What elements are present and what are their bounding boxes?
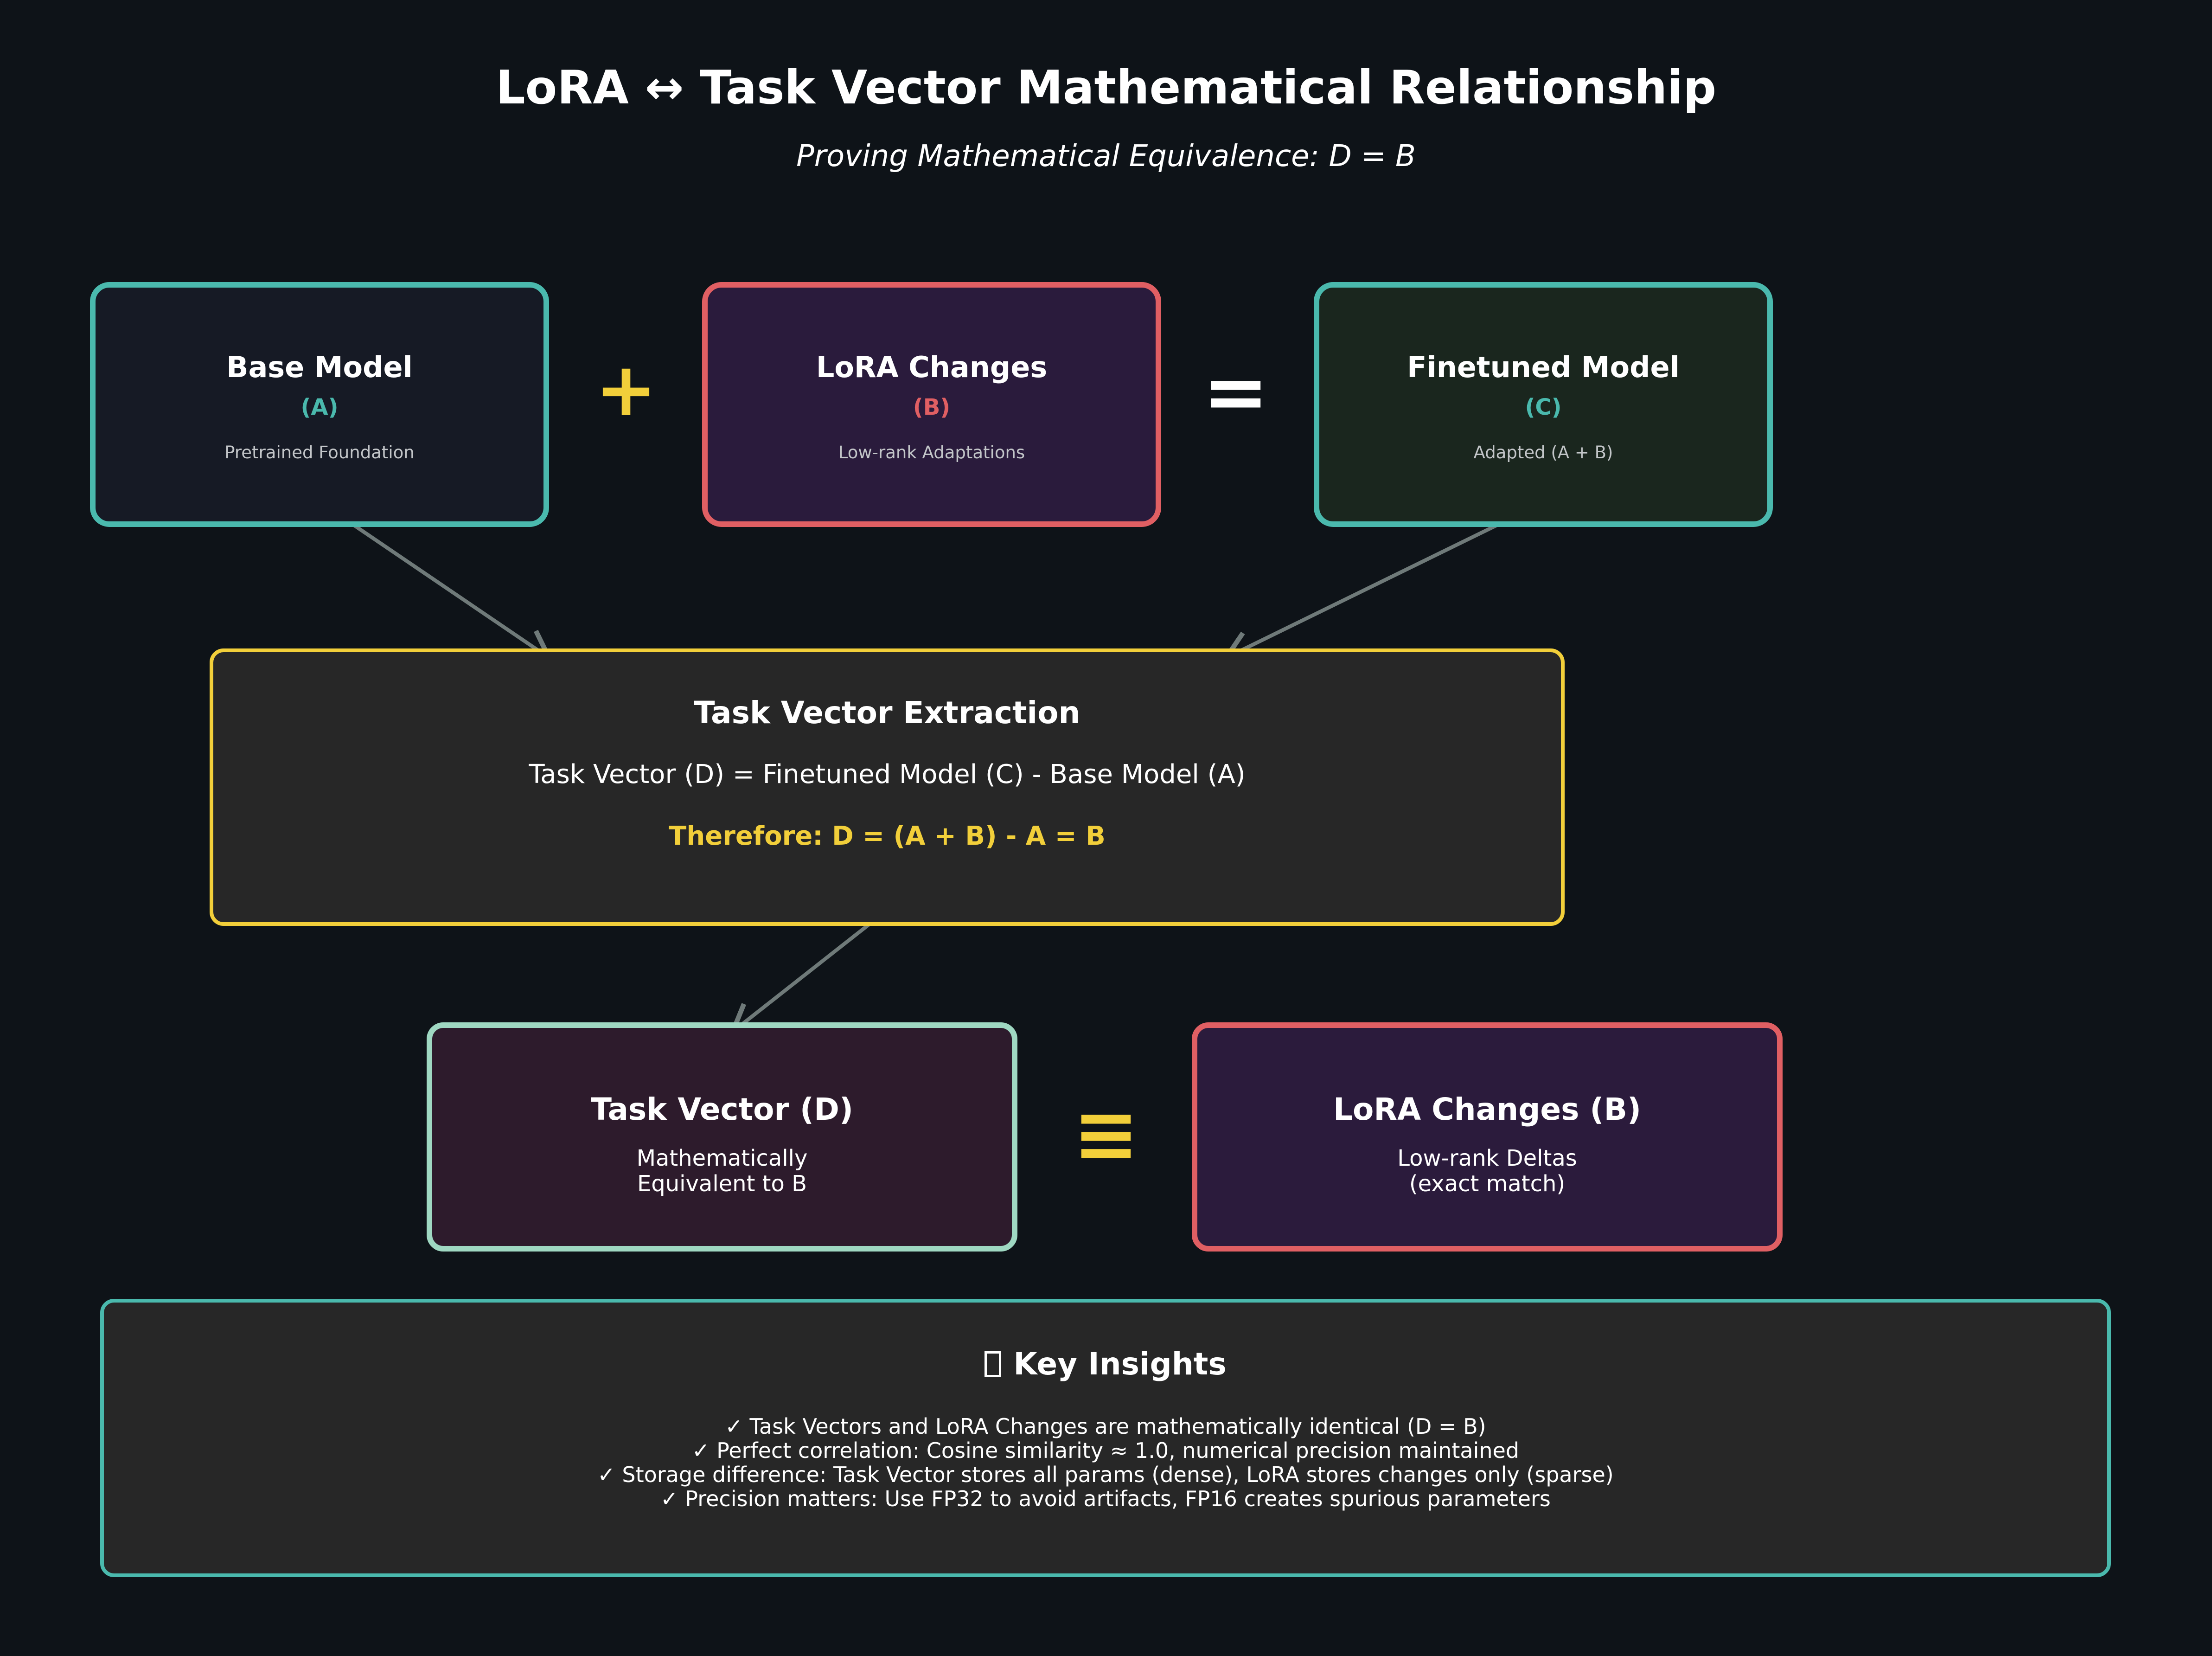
base-model-name: Base Model	[226, 350, 413, 384]
base-model-tag: (A)	[300, 394, 339, 420]
key-insights-title: Key Insights	[1013, 1346, 1227, 1382]
task-vector-name: Task Vector (D)	[590, 1091, 854, 1127]
insight-item: ✓ Task Vectors and LoRA Changes are math…	[725, 1414, 1486, 1439]
finetuned-model-tag: (C)	[1525, 394, 1562, 420]
insight-item: ✓ Storage difference: Task Vector stores…	[597, 1462, 1614, 1487]
key-insights-heading: Key Insights	[985, 1346, 1227, 1382]
finetuned-model-name: Finetuned Model	[1407, 350, 1680, 384]
lora-changes-b-desc: Low-rank Deltas (exact match)	[1397, 1146, 1577, 1196]
extraction-conclusion: Therefore: D = (A + B) - A = B	[669, 821, 1106, 851]
finetuned-model-desc: Adapted (A + B)	[1473, 443, 1613, 462]
lora-changes-box: LoRA Changes (B) Low-rank Adaptations	[702, 282, 1161, 527]
page-title: LoRA ↔ Task Vector Mathematical Relation…	[495, 60, 1717, 115]
task-vector-extraction-box: Task Vector Extraction Task Vector (D) =…	[210, 648, 1565, 926]
base-model-box: Base Model (A) Pretrained Foundation	[90, 282, 549, 527]
lora-changes-name: LoRA Changes	[816, 350, 1048, 384]
base-model-desc: Pretrained Foundation	[224, 443, 415, 462]
key-insights-box: Key Insights ✓ Task Vectors and LoRA Cha…	[100, 1299, 2111, 1577]
finetuned-model-box: Finetuned Model (C) Adapted (A + B)	[1314, 282, 1773, 527]
lora-changes-b-desc-line1: Low-rank Deltas	[1397, 1145, 1577, 1171]
task-vector-desc: Mathematically Equivalent to B	[637, 1146, 808, 1196]
lora-changes-b-name: LoRA Changes (B)	[1333, 1091, 1642, 1127]
lora-changes-b-desc-line2: (exact match)	[1409, 1170, 1566, 1197]
arrow-base-to-extraction	[325, 505, 553, 661]
insight-item: ✓ Precision matters: Use FP32 to avoid a…	[660, 1486, 1551, 1511]
insight-item: ✓ Perfect correlation: Cosine similarity…	[691, 1438, 1520, 1463]
lora-changes-desc: Low-rank Adaptations	[838, 443, 1025, 462]
extraction-title: Task Vector Extraction	[694, 695, 1080, 731]
task-vector-box: Task Vector (D) Mathematically Equivalen…	[427, 1022, 1017, 1252]
lora-changes-tag: (B)	[913, 394, 951, 420]
task-vector-desc-line2: Equivalent to B	[637, 1170, 807, 1197]
lora-changes-b-box: LoRA Changes (B) Low-rank Deltas (exact …	[1192, 1022, 1783, 1252]
extraction-formula: Task Vector (D) = Finetuned Model (C) - …	[529, 759, 1246, 789]
task-vector-desc-line1: Mathematically	[636, 1145, 808, 1171]
arrow-finetuned-to-extraction	[1221, 505, 1536, 662]
lightbulb-icon	[985, 1351, 1002, 1377]
page-subtitle: Proving Mathematical Equivalence: D = B	[796, 139, 1416, 173]
equivalence-operator: ≡	[1073, 1088, 1139, 1180]
equals-operator: =	[1202, 346, 1269, 438]
plus-operator: +	[595, 346, 658, 433]
key-insights-list: ✓ Task Vectors and LoRA Changes are math…	[597, 1414, 1613, 1511]
arrow-extraction-to-task-vector	[729, 914, 882, 1035]
